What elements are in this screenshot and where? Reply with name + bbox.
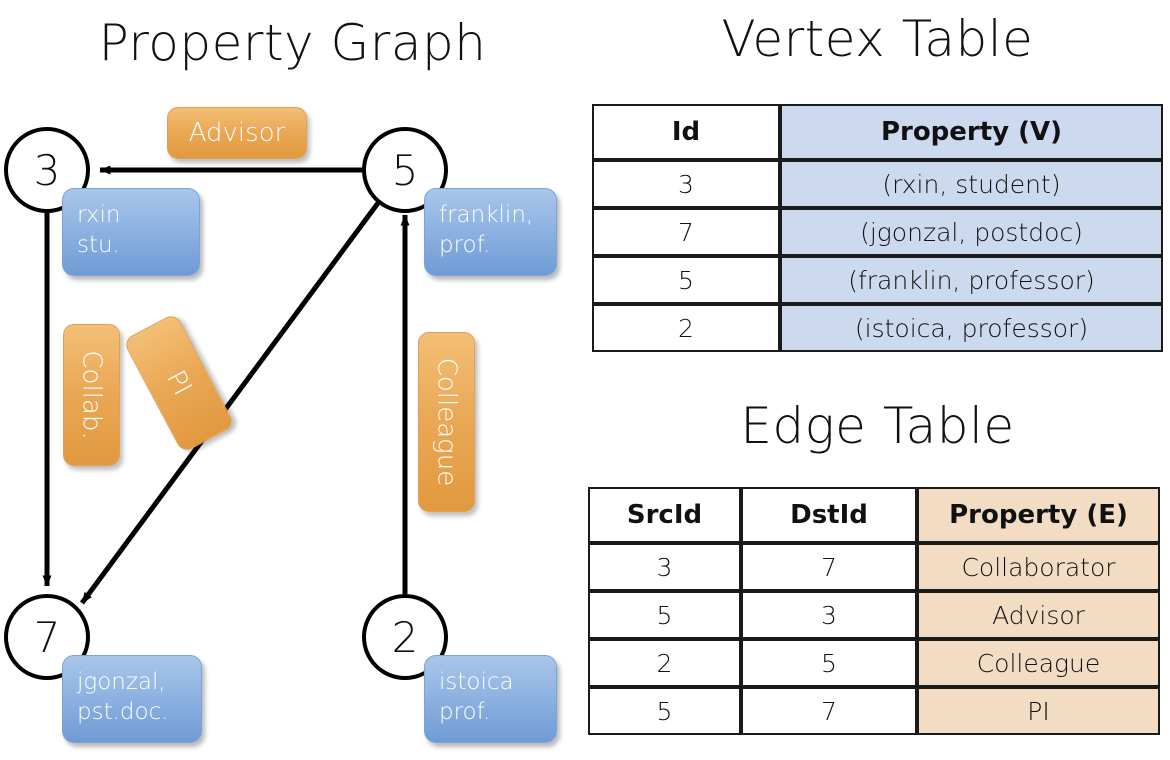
graph-edge-label-collab-text: Collab.	[76, 350, 107, 440]
graph-node-7-property-line1: jgonzal,	[77, 669, 166, 695]
table-row: 7 (jgonzal, postdoc)	[592, 208, 1163, 256]
table-row: 5 3 Advisor	[588, 591, 1160, 639]
table-row: 3 7 Collaborator	[588, 543, 1160, 591]
page-title-edge-table: Edge Table	[740, 397, 1015, 455]
page-title-property-graph: Property Graph	[98, 14, 487, 72]
graph-edge-label-colleague: Colleague	[418, 332, 475, 512]
graph-edge-label-colleague-text: Colleague	[431, 357, 462, 487]
graph-edge-label-pi-text: PI	[160, 365, 198, 401]
edge-table-cell-dstid: 3	[741, 591, 917, 639]
vertex-table-header-id: Id	[592, 104, 780, 160]
edge-table-cell-property: Advisor	[917, 591, 1160, 639]
graph-node-7-label: 7	[33, 612, 61, 662]
edge-table-cell-property: Collaborator	[917, 543, 1160, 591]
graph-edge-5-to-7	[79, 201, 381, 605]
table-row: 2 (istoica, professor)	[592, 304, 1163, 352]
edge-table-header-property: Property (E)	[917, 487, 1160, 543]
graph-edge-label-collab: Collab.	[63, 324, 120, 466]
edge-table-header-srcid: SrcId	[588, 487, 741, 543]
graph-node-5-property-box: franklin, prof.	[424, 188, 557, 276]
edge-table-cell-srcid: 5	[588, 687, 741, 735]
graph-node-2[interactable]: 2	[362, 594, 448, 680]
table-row: 3 (rxin, student)	[592, 160, 1163, 208]
edge-table-cell-srcid: 2	[588, 639, 741, 687]
table-row: 5 7 PI	[588, 687, 1160, 735]
vertex-table-cell-property: (istoica, professor)	[780, 304, 1163, 352]
vertex-table-cell-property: (jgonzal, postdoc)	[780, 208, 1163, 256]
vertex-table-cell-id: 5	[592, 256, 780, 304]
vertex-table: Id Property (V) 3 (rxin, student) 7 (jgo…	[592, 104, 1163, 352]
page-title-vertex-table: Vertex Table	[721, 10, 1034, 68]
graph-node-2-property-line1: istoica	[439, 669, 514, 695]
graph-edge-label-advisor: Advisor	[167, 107, 307, 159]
table-row: 2 5 Colleague	[588, 639, 1160, 687]
vertex-table-cell-id: 7	[592, 208, 780, 256]
vertex-table-header-row: Id Property (V)	[592, 104, 1163, 160]
edge-table-cell-srcid: 3	[588, 543, 741, 591]
graph-node-5-property-line2: prof.	[439, 232, 491, 258]
edge-table-cell-dstid: 7	[741, 687, 917, 735]
graph-edges-layer	[42, 165, 410, 605]
edge-table-header-row: SrcId DstId Property (E)	[588, 487, 1160, 543]
graph-node-3-label: 3	[33, 145, 61, 195]
edge-table-cell-srcid: 5	[588, 591, 741, 639]
graph-edge-label-advisor-text: Advisor	[188, 118, 286, 148]
vertex-table-cell-property: (rxin, student)	[780, 160, 1163, 208]
vertex-table-cell-id: 2	[592, 304, 780, 352]
graph-node-5-property-line1: franklin,	[439, 202, 534, 228]
edge-table-cell-dstid: 7	[741, 543, 917, 591]
graph-node-3-property-line2: stu.	[77, 232, 120, 258]
edge-table: SrcId DstId Property (E) 3 7 Collaborato…	[588, 487, 1160, 735]
table-row: 5 (franklin, professor)	[592, 256, 1163, 304]
graph-node-3-property-line1: rxin	[77, 202, 121, 228]
graph-node-3-property-box: rxin stu.	[62, 188, 200, 276]
property-graph-diagram: 3 5 7 2 rxin stu. franklin, prof. jgonza…	[4, 107, 557, 743]
edge-table-cell-property: PI	[917, 687, 1160, 735]
vertex-table-cell-id: 3	[592, 160, 780, 208]
edge-table-header-dstid: DstId	[741, 487, 917, 543]
graph-node-2-property-box: istoica prof.	[424, 655, 557, 743]
edge-table-cell-dstid: 5	[741, 639, 917, 687]
graph-node-5[interactable]: 5	[362, 127, 448, 213]
graph-node-7-property-line2: pst.doc.	[77, 699, 169, 725]
graph-node-5-label: 5	[391, 145, 419, 195]
vertex-table-cell-property: (franklin, professor)	[780, 256, 1163, 304]
graph-node-7-property-box: jgonzal, pst.doc.	[62, 655, 202, 743]
edge-table-cell-property: Colleague	[917, 639, 1160, 687]
graph-node-2-label: 2	[391, 612, 419, 662]
graph-node-2-property-line2: prof.	[439, 699, 491, 725]
vertex-table-header-property: Property (V)	[780, 104, 1163, 160]
